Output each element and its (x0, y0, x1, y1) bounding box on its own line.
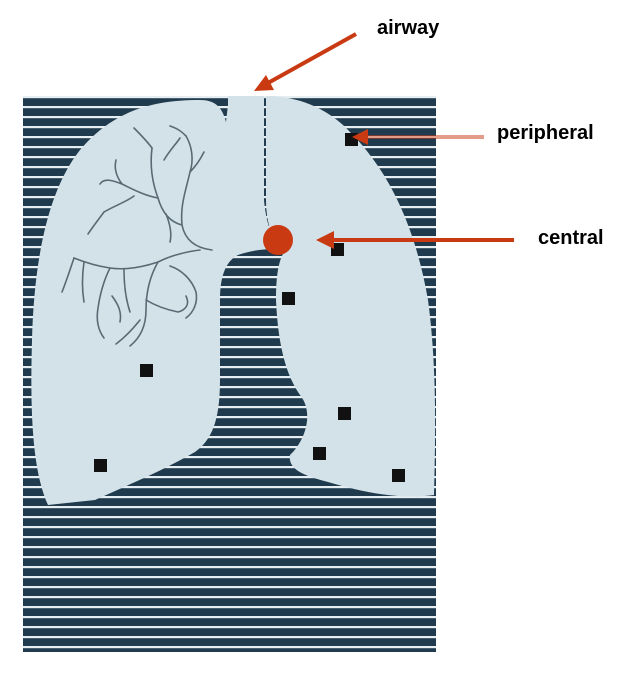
lesion-marker (338, 407, 351, 420)
central-label: central (538, 227, 604, 249)
airway-label: airway (377, 17, 440, 39)
annotation-arrows (254, 32, 514, 249)
lesion-marker (282, 292, 295, 305)
peripheral-lesions (94, 133, 405, 482)
airway-arrow-head (254, 75, 274, 91)
right-lung (266, 96, 436, 497)
lung-silhouette (31, 96, 282, 505)
peripheral-arrow-head (352, 129, 368, 145)
lesion-marker (345, 133, 358, 146)
central-arrow-head (316, 231, 334, 249)
airway-arrow (267, 32, 357, 85)
trachea (228, 96, 264, 226)
lesion-marker (313, 447, 326, 460)
bronchial-tree (61, 125, 213, 347)
lesion-marker (140, 364, 153, 377)
lesion-marker (331, 243, 344, 256)
central-lesion (263, 225, 293, 255)
lesion-marker (392, 469, 405, 482)
peripheral-label: peripheral (497, 122, 594, 144)
lesion-marker (94, 459, 107, 472)
